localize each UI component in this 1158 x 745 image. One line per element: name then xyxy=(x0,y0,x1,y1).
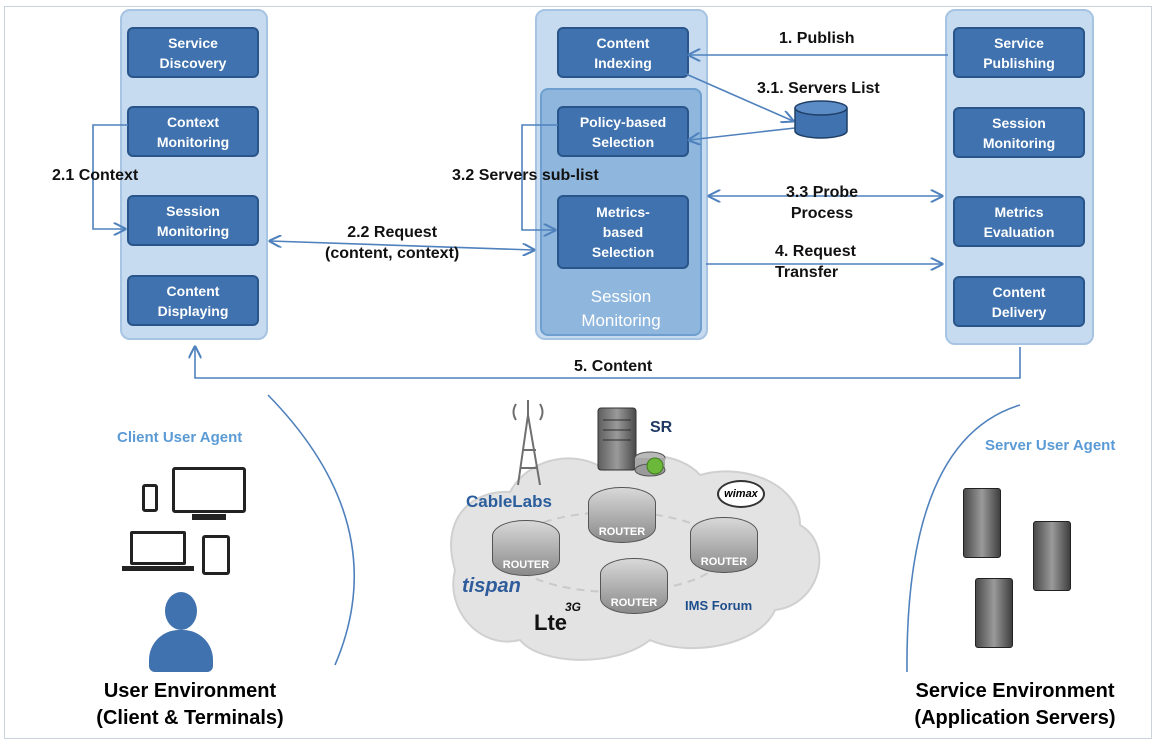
lte-logo: Lte xyxy=(534,610,567,635)
metrics-evaluation-box: Metrics Evaluation xyxy=(953,196,1085,247)
cablelabs-logo: CableLabs xyxy=(466,492,552,511)
request-label: 2.2 Request (content, context) xyxy=(325,224,460,262)
service-environment-title: Service Environment (Application Servers… xyxy=(914,680,1116,729)
antenna-tower-icon xyxy=(512,400,544,486)
service-publishing-box: Service Publishing xyxy=(953,27,1085,78)
content-displaying-box: Content Displaying xyxy=(127,275,259,326)
wimax-logo: wimax xyxy=(717,480,765,508)
content-indexing-box: Content Indexing xyxy=(557,27,689,78)
client-session-monitoring-box: Session Monitoring xyxy=(127,195,259,246)
server-user-agent-label: Server User Agent xyxy=(985,437,1116,454)
tablet-icon xyxy=(202,535,230,575)
servers-sublist-arrow xyxy=(521,124,558,230)
server-session-monitoring-box: Session Monitoring xyxy=(953,107,1085,158)
flow-arrows xyxy=(92,55,1021,673)
db-to-policy-arrow xyxy=(689,127,796,140)
tispan-logo: tispan xyxy=(462,575,521,597)
session-monitoring-label: Session Monitoring xyxy=(581,287,661,330)
service-discovery-box: Service Discovery xyxy=(127,27,259,78)
server-tower-icon xyxy=(1033,521,1071,591)
publish-label: 1. Publish xyxy=(779,30,855,47)
client-agent-arc xyxy=(267,394,356,666)
router-label: ROUTER xyxy=(598,526,646,538)
diagram-frame xyxy=(4,6,1152,739)
server-tower-icon xyxy=(975,578,1013,648)
monitor-stand-icon xyxy=(192,514,226,520)
sr-server-icon xyxy=(597,407,666,477)
metrics-based-selection-box: Metrics- based Selection xyxy=(557,195,689,269)
client-user-agent-label: Client User Agent xyxy=(117,429,243,446)
smartphone-icon xyxy=(142,484,158,512)
context-monitoring-box: Context Monitoring xyxy=(127,106,259,157)
user-environment-title: User Environment (Client & Terminals) xyxy=(96,680,284,729)
ims-forum-logo: IMS Forum xyxy=(685,598,753,613)
server-agent-arc xyxy=(906,404,1021,673)
sr-label: SR xyxy=(650,419,673,436)
indexing-to-db-arrow xyxy=(685,73,793,121)
content-label: 5. Content xyxy=(574,358,653,375)
router-icon: ROUTER xyxy=(492,520,560,576)
context-arrow xyxy=(92,124,128,229)
database-icon xyxy=(794,100,848,139)
router-label: ROUTER xyxy=(700,556,748,568)
router-label: ROUTER xyxy=(610,597,658,609)
user-avatar-icon xyxy=(149,592,213,672)
router-icon: ROUTER xyxy=(690,517,758,573)
probe-label: 3.3 Probe Process xyxy=(786,184,859,222)
request-arrow xyxy=(270,241,534,250)
monitor-icon xyxy=(172,467,246,513)
content-delivery-box: Content Delivery xyxy=(953,276,1085,327)
context-label: 2.1 Context xyxy=(52,167,139,184)
transfer-label: 4. Request Transfer xyxy=(775,243,856,281)
content-return-arrow xyxy=(195,347,1021,379)
policy-based-selection-box: Policy-based Selection xyxy=(557,106,689,157)
laptop-base-icon xyxy=(122,566,194,571)
laptop-icon xyxy=(130,531,186,565)
router-icon: ROUTER xyxy=(600,558,668,614)
servers-list-label: 3.1. Servers List xyxy=(757,80,880,97)
router-icon: ROUTER xyxy=(588,487,656,543)
servers-sublist-label: 3.2 Servers sub-list xyxy=(452,167,599,184)
server-tower-icon xyxy=(963,488,1001,558)
router-label: ROUTER xyxy=(502,559,550,571)
3g-logo: 3G xyxy=(565,600,582,614)
